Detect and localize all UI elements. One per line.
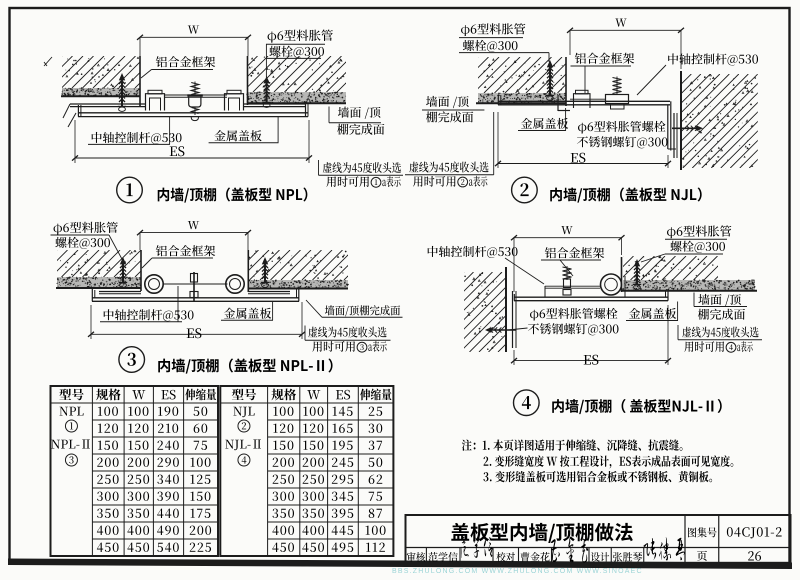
svg-text:BBS.ZHULONG.COM WWW.ZHULONG.C: BBS.ZHULONG.COM WWW.ZHULONG.COM WWW.SINO… xyxy=(392,568,643,575)
